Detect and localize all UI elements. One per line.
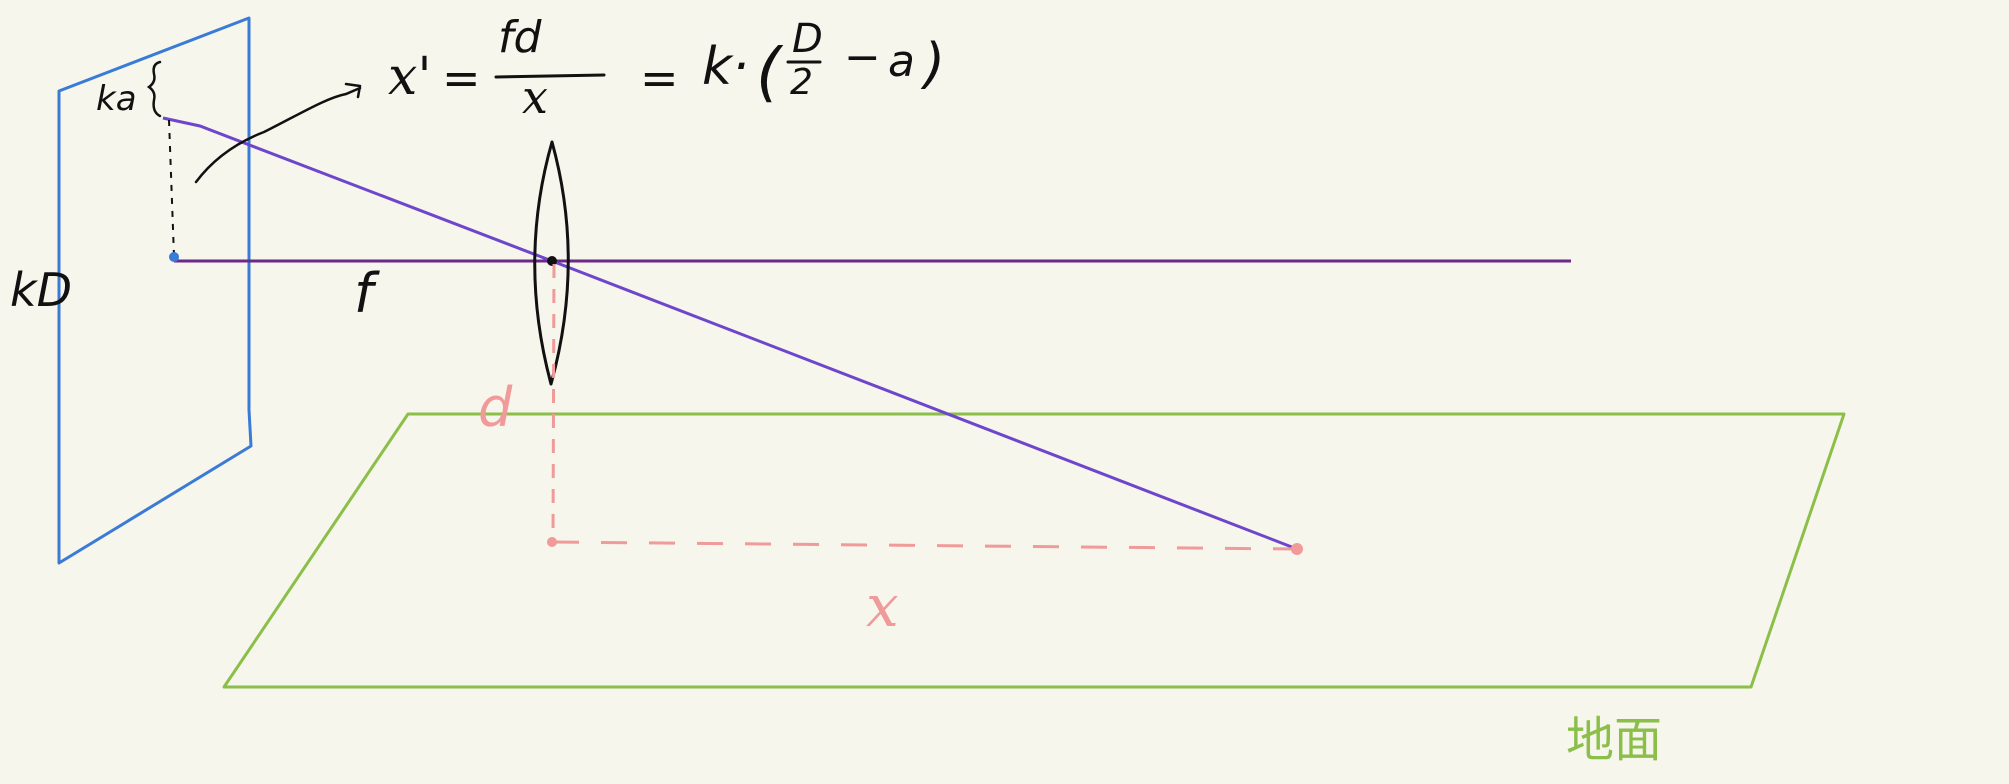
formula-equals-1: =: [442, 51, 481, 105]
image-offset-brace: [146, 60, 162, 118]
principal-point: [169, 252, 179, 262]
ground-distance-dashed-line: [552, 540, 1298, 551]
formula-pointer-arrow: [194, 86, 362, 184]
formula-half-denominator: 2: [790, 62, 813, 103]
formula-lhs: x': [388, 47, 432, 107]
camera-height-label: d: [478, 376, 513, 439]
formula-paren-open: (: [756, 36, 784, 110]
ground-plane-label: 地面: [1566, 712, 1662, 768]
projection-formula: x' = fd x = k· ( D 2 − a ): [388, 12, 945, 124]
image-offset-label: ka: [96, 79, 137, 119]
lens: [533, 140, 570, 386]
lens-center: [547, 256, 557, 266]
formula-equals-2: =: [640, 51, 679, 105]
formula-fraction-denominator: x: [522, 70, 548, 124]
ground-target-point: [1291, 543, 1303, 555]
image-height-label: kD: [10, 263, 72, 317]
formula-factor: k·: [702, 37, 749, 97]
camera-height-dashed-line: [551, 263, 556, 542]
ground-distance-label: x: [866, 572, 899, 640]
formula-fraction-bar: [494, 73, 606, 79]
image-plane: [57, 16, 253, 565]
light-ray: [162, 116, 1298, 551]
pointer-arrowhead: [344, 82, 362, 99]
formula-paren-close: ): [920, 32, 945, 95]
formula-minus: −: [844, 32, 881, 83]
image-offset-dashed-line: [168, 119, 175, 257]
ground-plane: [222, 412, 1846, 689]
formula-fraction-numerator: fd: [498, 12, 542, 63]
formula-half-numerator: D: [792, 16, 823, 62]
focal-length-label: f: [354, 262, 380, 325]
camera-foot-point: [547, 537, 557, 547]
formula-term: a: [888, 36, 915, 87]
